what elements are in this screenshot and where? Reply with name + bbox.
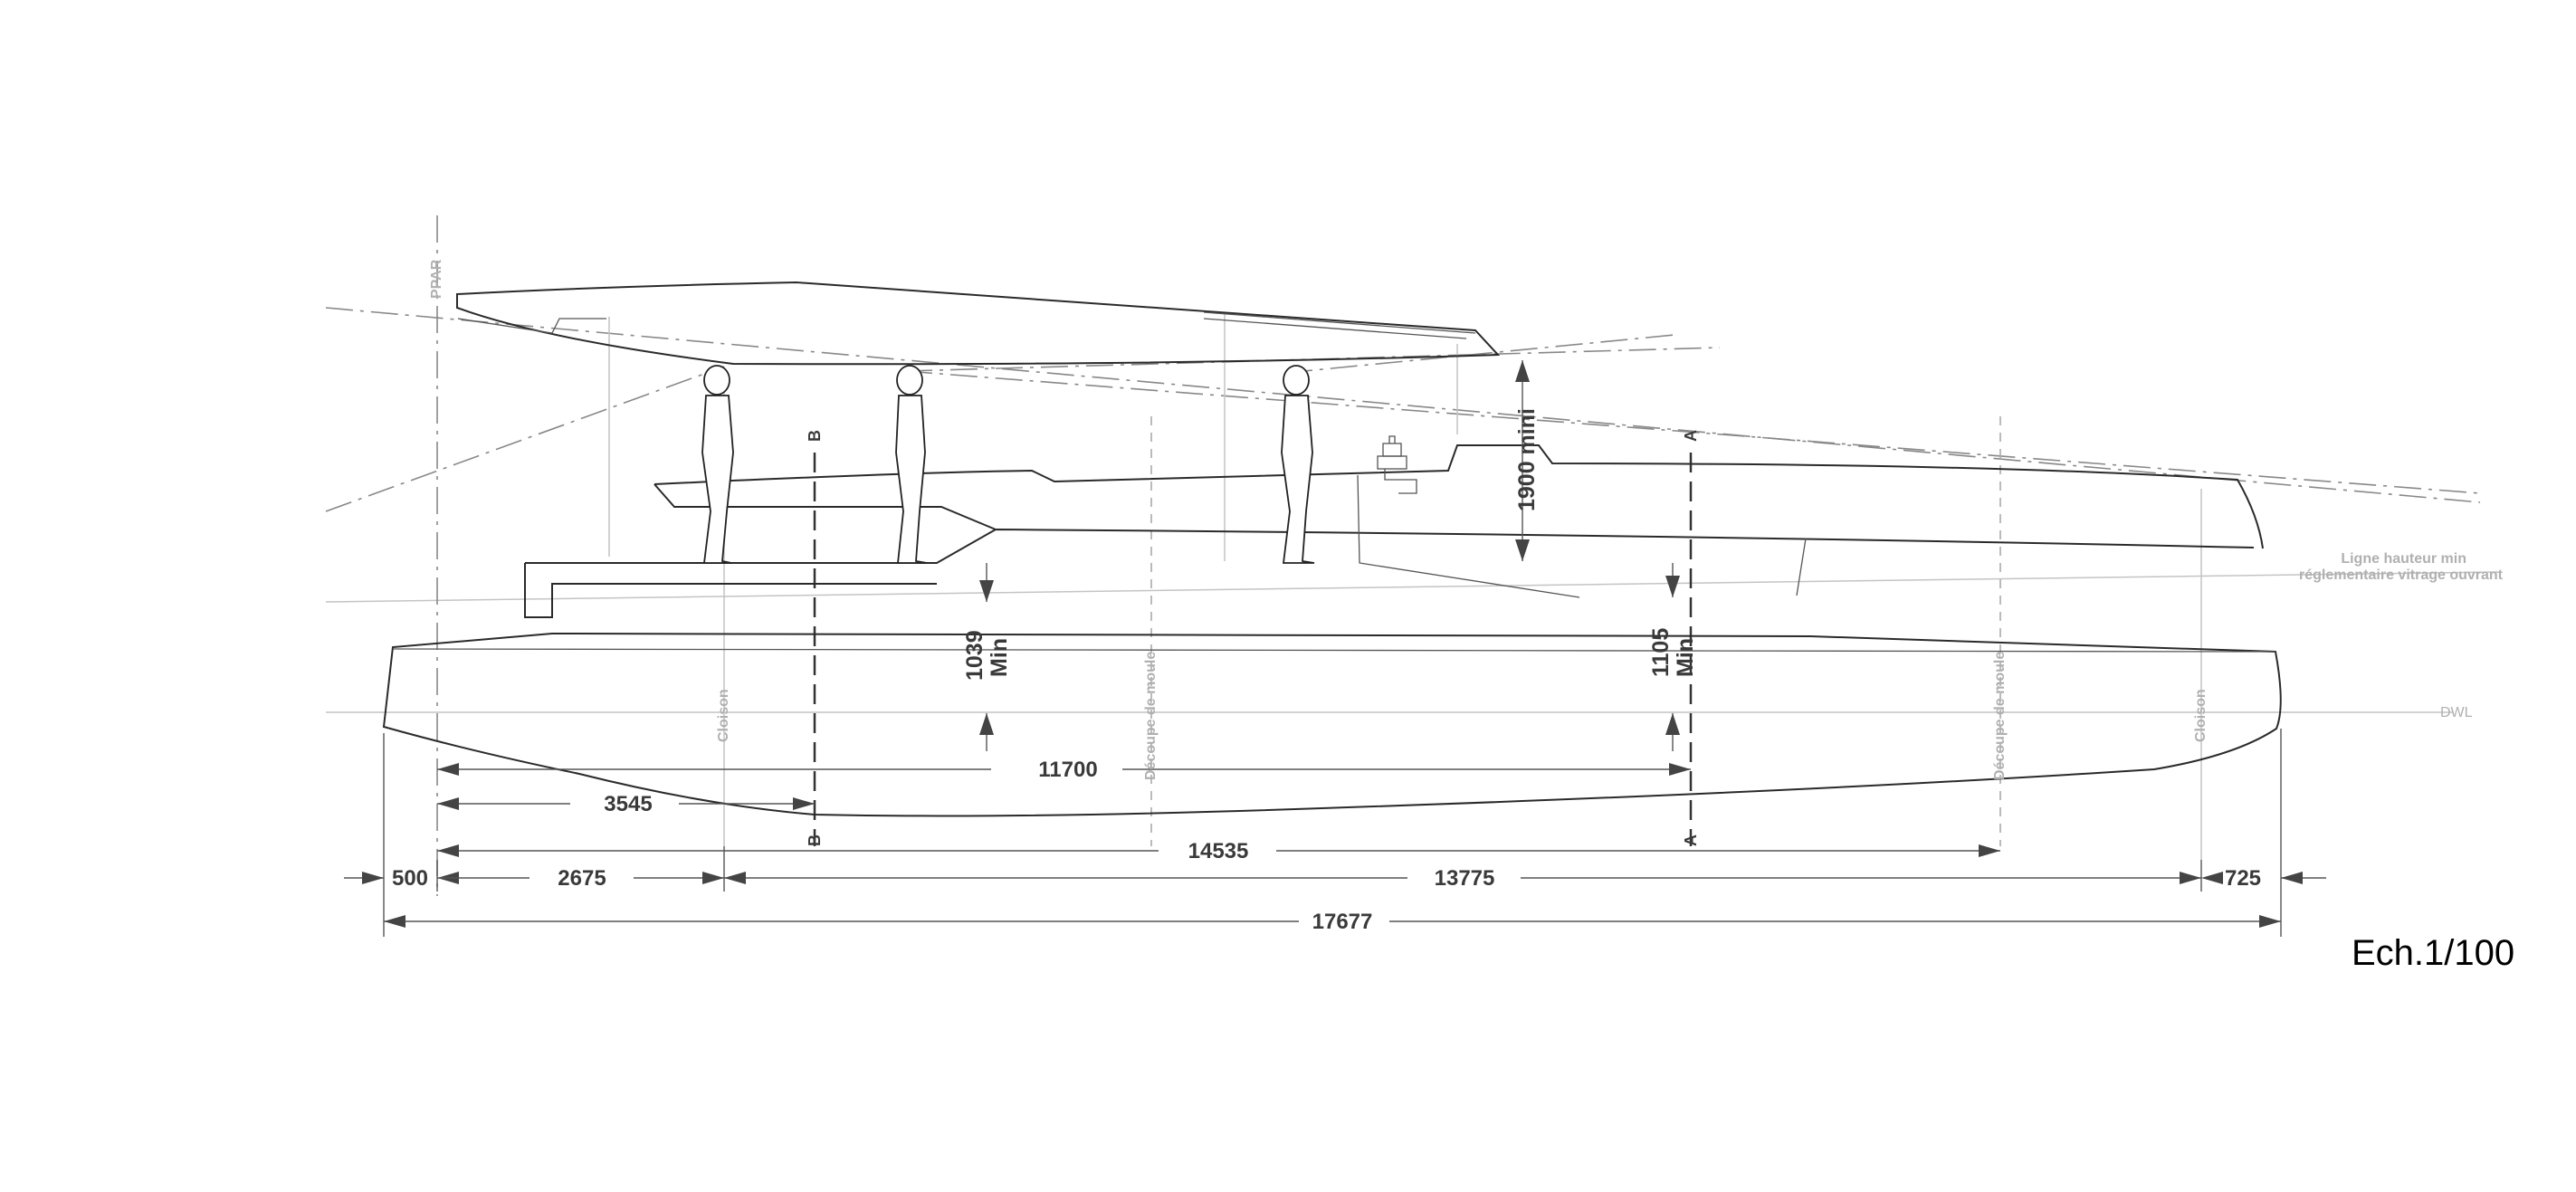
min-height-line — [325, 571, 2499, 603]
cloison-label-aft: Cloison — [716, 689, 731, 742]
decoupe-label-fwd: Découpe de moule — [1992, 652, 2008, 780]
dim-11700-arrow-right — [1669, 763, 1691, 776]
dim-3545-arrow-right — [793, 797, 815, 810]
dim-14535-arrow-right — [1979, 844, 2000, 857]
section-b-label-bottom: B — [806, 834, 824, 846]
dim-17677-label: 17677 — [1312, 910, 1373, 934]
dwl-label: DWL — [2440, 705, 2473, 720]
dim-13775-arrow-right — [2180, 872, 2201, 884]
section-a-label-bottom: A — [1682, 834, 1700, 846]
bimini-aft-edge — [457, 318, 606, 334]
section-b-label-top: B — [806, 430, 824, 442]
dim-500-arrow-right — [362, 872, 384, 884]
dim-13775-label: 13775 — [1435, 866, 1495, 891]
dim-2675-arrow-right — [702, 872, 724, 884]
bimini-panel-line-2 — [1203, 318, 1467, 339]
dim-14535-arrow-left — [437, 844, 459, 857]
dim-17677-arrow-left — [384, 915, 405, 928]
dim-3545-label: 3545 — [604, 792, 652, 816]
person-figure-2 — [895, 365, 928, 564]
dim-1105-arrow-top — [1665, 576, 1680, 597]
dim-1105-min: Min — [1673, 638, 1698, 677]
hull-outline — [382, 632, 2282, 817]
dim-725-label: 725 — [2225, 866, 2261, 891]
deck-line — [525, 528, 2255, 564]
dim-725-arrow-right — [2281, 872, 2303, 884]
bimini-top — [456, 281, 1501, 366]
dim-11700-label: 11700 — [1038, 758, 1097, 782]
dim-500-label: 500 — [392, 866, 428, 891]
dim-1900-arrow-bottom — [1515, 539, 1530, 561]
ligne-hauteur-label-2: réglementaire vitrage ouvrant — [2299, 567, 2504, 583]
dim-1900-arrow-top — [1515, 360, 1530, 382]
dim-1039-value: 1039 — [962, 630, 987, 681]
dim-725-arrow-left — [2201, 872, 2223, 884]
dim-1105-value: 1105 — [1648, 628, 1674, 677]
decoupe-label-aft: Découpe de moule — [1143, 652, 1159, 780]
dim-1105-arrow-bottom — [1665, 713, 1680, 735]
dim-11700-arrow-left — [437, 763, 459, 776]
cockpit-step — [524, 563, 937, 618]
dim-1039-min: Min — [987, 638, 1012, 677]
ligne-hauteur-label-1: Ligne hauteur min — [2341, 551, 2466, 567]
cabin-top — [654, 444, 2264, 549]
sight-line-1 — [325, 307, 2481, 503]
window-frame — [1796, 538, 1807, 596]
sight-line-4 — [904, 370, 2481, 494]
ppar-label: PPAR — [429, 259, 444, 299]
companionway — [1357, 474, 1580, 598]
dim-14535-label: 14535 — [1188, 839, 1249, 863]
person-figure-3 — [1281, 365, 1315, 564]
dim-2675-label: 2675 — [558, 866, 606, 891]
bimini-panel-line-1 — [1203, 311, 1476, 334]
dim-1039-arrow-top — [979, 580, 994, 602]
sheer-line — [392, 648, 2276, 653]
dim-17677-arrow-right — [2259, 915, 2281, 928]
dim-1900-label: 1900 mini — [1514, 408, 1540, 511]
cockpit-seat — [654, 483, 997, 530]
cloison-label-fwd: Cloison — [2193, 689, 2209, 742]
sight-line-5 — [1284, 334, 1675, 374]
dim-13775-arrow-left — [724, 872, 746, 884]
section-a-label-top: A — [1682, 430, 1700, 442]
dim-3545-arrow-left — [437, 797, 459, 810]
sight-line-2 — [325, 366, 725, 512]
winch-icon — [1377, 435, 1417, 494]
dim-1039-arrow-bottom — [979, 713, 994, 735]
person-figure-1 — [701, 365, 734, 564]
scale-label: Ech.1/100 — [2352, 933, 2514, 973]
